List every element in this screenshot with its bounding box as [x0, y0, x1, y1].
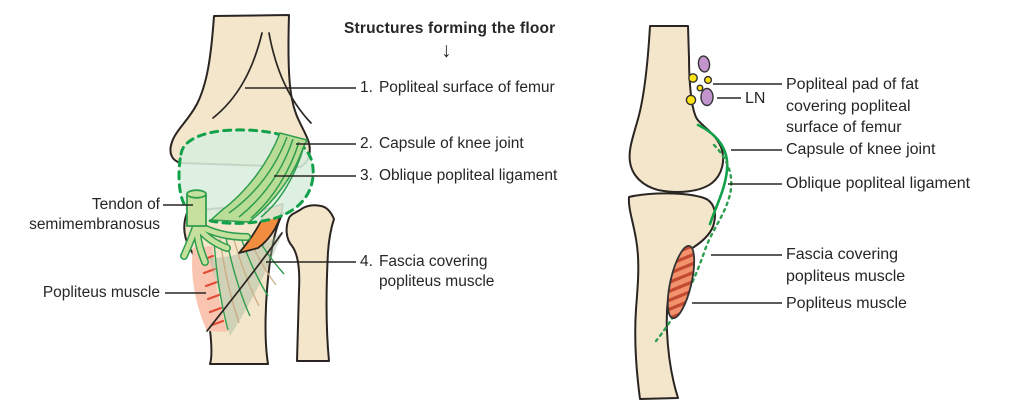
lymph-node — [697, 55, 711, 73]
label-tendon-of-semimembranosus: Tendon of semimembranosus — [29, 196, 160, 233]
right-femur-bone — [628, 25, 725, 193]
label-popliteus-right: Popliteus muscle — [786, 295, 907, 312]
label-popliteus-muscle-left: Popliteus muscle — [42, 284, 160, 301]
label-popliteal-surface-of-femur: 1.Popliteal surface of femur — [360, 79, 555, 96]
lymph-node — [700, 87, 714, 107]
label-capsule-right: Capsule of knee joint — [786, 141, 936, 158]
fat-lobule — [688, 73, 698, 83]
left-illustration — [163, 14, 356, 365]
leader-lines-right — [692, 83, 782, 304]
label-popliteal-fat-pad: Popliteal pad of fat covering popliteal … — [786, 76, 919, 136]
label-capsule-of-knee-joint: 2.Capsule of knee joint — [360, 135, 524, 152]
fat-pad-and-lymph-nodes — [685, 55, 714, 107]
label-oblique-ligament-right: Oblique popliteal ligament — [786, 175, 971, 192]
fibula-bone — [285, 204, 335, 362]
right-tibia-bone — [627, 192, 716, 400]
fat-lobule — [696, 84, 704, 92]
semimembranosus-tendon — [180, 189, 251, 266]
leader-lines-left — [163, 87, 356, 294]
label-fascia-covering-popliteus: 4.Fascia covering popliteus muscle — [360, 253, 495, 290]
oblique-popliteal-ligament-band — [209, 132, 309, 223]
oblique-ligament-dotted — [654, 143, 733, 343]
label-ln: LN — [745, 90, 766, 107]
capsule-line — [696, 123, 729, 226]
down-arrow-icon: ↓ — [441, 39, 452, 62]
fat-lobule — [703, 75, 713, 85]
right-illustration — [627, 25, 782, 400]
label-fascia-right: Fascia covering popliteus muscle — [786, 246, 906, 285]
cut-edge-line — [206, 232, 283, 332]
fat-lobule — [685, 94, 697, 106]
diagram-title: Structures forming the floor — [344, 20, 556, 37]
label-oblique-popliteal-ligament: 3.Oblique popliteal ligament — [360, 167, 558, 184]
